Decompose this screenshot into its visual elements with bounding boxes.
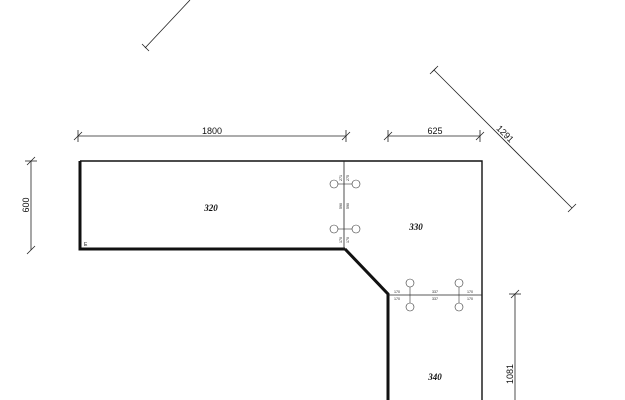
dimension-1081: 1081 (505, 289, 521, 400)
joint-connector-right (454, 278, 464, 312)
dimension-1800-label: 1800 (202, 126, 222, 136)
hjoint-label-left-top: 170 (394, 290, 400, 294)
dimension-1291: 1291 (429, 65, 577, 213)
dimension-625: 625 (383, 126, 485, 142)
partial-dimension-top (141, 0, 191, 52)
connector-lower-label-b: 170 (346, 237, 350, 243)
dimension-1800: 1800 (73, 126, 351, 142)
countertop-outline (79, 160, 483, 400)
connector-upper-label-b: 275 (346, 175, 350, 181)
connector-middle-label-a: 590 (339, 203, 343, 209)
piece-label-340: 340 (427, 372, 442, 382)
connector-upper-label-a: 271 (339, 175, 343, 181)
joint-connector-upper: 271 275 (329, 175, 361, 189)
hjoint-label-mid-top: 337 (432, 290, 438, 294)
dimension-600-label: 600 (21, 197, 31, 212)
hjoint-label-right-top: 170 (467, 290, 473, 294)
dimension-1081-label: 1081 (505, 364, 515, 384)
joint-connector-lower: 170 170 (329, 224, 361, 243)
dimension-625-label: 625 (427, 126, 442, 136)
hjoint-label-left-bottom: 170 (394, 297, 400, 301)
connector-middle-label-b: 590 (346, 203, 350, 209)
piece-label-330: 330 (408, 222, 423, 232)
connector-lower-label-a: 170 (339, 237, 343, 243)
hjoint-label-right-bottom: 170 (467, 297, 473, 301)
joint-labels-middle: 590 590 (339, 203, 350, 209)
joint-labels-horizontal: 170 170 337 337 170 170 (394, 290, 473, 301)
dimension-600: 600 (21, 156, 37, 255)
joint-connector-left (405, 278, 415, 312)
piece-label-320: 320 (203, 203, 218, 213)
hjoint-label-mid-bottom: 337 (432, 297, 438, 301)
finished-edge-inner (343, 247, 390, 400)
finished-edge-left (78, 161, 345, 251)
edge-marker: E (84, 242, 88, 248)
